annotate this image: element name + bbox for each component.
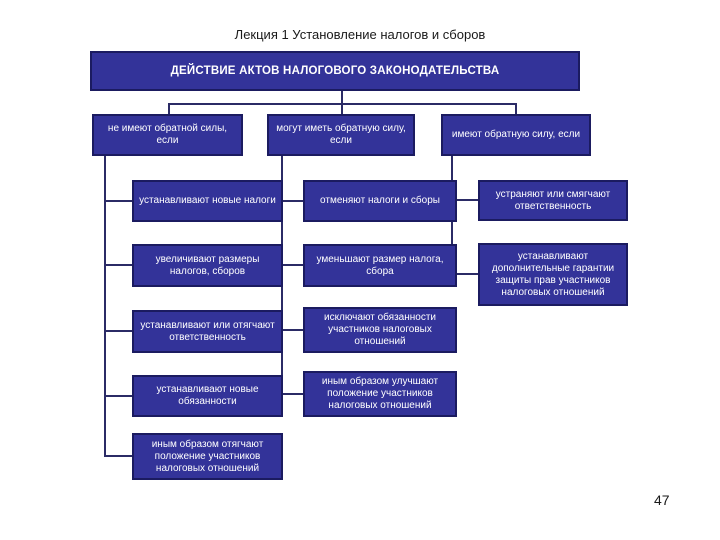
stub-left-4 [104,395,134,397]
stub-left-1 [104,200,134,202]
column-header-retroactive: имеют обратную силу, если [441,114,591,156]
rail-left-column [104,156,106,457]
item-box-new-taxes: устанавливают новые налоги [132,180,283,222]
item-box-reduce-tax: уменьшают размер налога, сбора [303,244,457,287]
item-box-increase-taxes: увеличивают размеры налогов, сборов [132,244,283,287]
page-number: 47 [654,492,670,508]
item-box-exclude-obligations: исключают обязанности участников налогов… [303,307,457,353]
item-box-new-obligations: устанавливают новые обязанности [132,375,283,417]
item-box-mitigate-liability: устраняют или смягчают ответственность [478,180,628,221]
column-header-may-retroactive: могут иметь обратную силу, если [267,114,415,156]
stub-middle-4 [281,393,305,395]
stub-right-1 [451,199,480,201]
stub-right-2 [451,273,480,275]
connector-drop-left [168,103,170,115]
diagram-root-box: ДЕЙСТВИЕ АКТОВ НАЛОГОВОГО ЗАКОНОДАТЕЛЬСТ… [90,51,580,91]
stub-middle-3 [281,329,305,331]
stub-left-2 [104,264,134,266]
connector-drop-right [515,103,517,115]
stub-middle-1 [281,200,305,202]
stub-left-5 [104,455,134,457]
item-box-improve-position: иным образом улучшают положение участник… [303,371,457,417]
item-box-establish-liability: устанавливают или отягчают ответственнос… [132,310,283,353]
slide-title: Лекция 1 Установление налогов и сборов [234,27,486,42]
item-box-cancel-taxes: отменяют налоги и сборы [303,180,457,222]
item-box-additional-guarantees: устанавливают дополнительные гарантии за… [478,243,628,306]
column-header-no-retroactive: не имеют обратной силы, если [92,114,243,156]
stub-middle-2 [281,264,305,266]
connector-root-drop [341,91,343,104]
stub-left-3 [104,330,134,332]
item-box-worsen-position: иным образом отягчают положение участник… [132,433,283,480]
connector-drop-middle [341,103,343,115]
